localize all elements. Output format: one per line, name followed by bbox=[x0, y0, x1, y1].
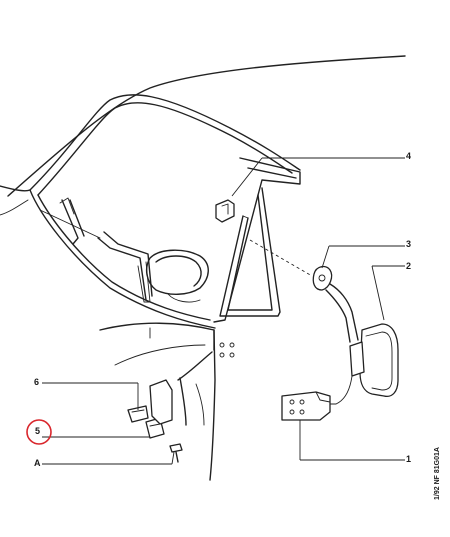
callout-5-label: 5 bbox=[35, 426, 41, 436]
callout-1-label: 1 bbox=[406, 454, 412, 464]
wiper-assembly bbox=[39, 197, 153, 303]
leader-lines bbox=[42, 157, 405, 465]
part-1-bracket bbox=[281, 391, 331, 421]
part-2-mirror bbox=[321, 283, 399, 405]
callout-6-label: 6 bbox=[34, 377, 40, 387]
part-4-trim-clip bbox=[215, 199, 235, 223]
side-reference-code: 1/92 NF 81G01A bbox=[434, 447, 441, 500]
windshield-frame bbox=[0, 55, 406, 329]
trim-cover bbox=[149, 379, 173, 425]
callout-3-label: 3 bbox=[406, 239, 412, 249]
callout-5-highlight-ring bbox=[26, 419, 52, 445]
body-lines bbox=[99, 322, 235, 481]
callout-a-label: A bbox=[34, 458, 41, 468]
a-pillar bbox=[213, 157, 301, 323]
part-3-mirror-base bbox=[249, 239, 333, 291]
callout-4-label: 4 bbox=[406, 151, 412, 161]
part-6-clip bbox=[127, 405, 149, 423]
callout-2-label: 2 bbox=[406, 261, 412, 271]
steering-wheel bbox=[145, 249, 209, 303]
part-a-screw bbox=[169, 443, 183, 463]
